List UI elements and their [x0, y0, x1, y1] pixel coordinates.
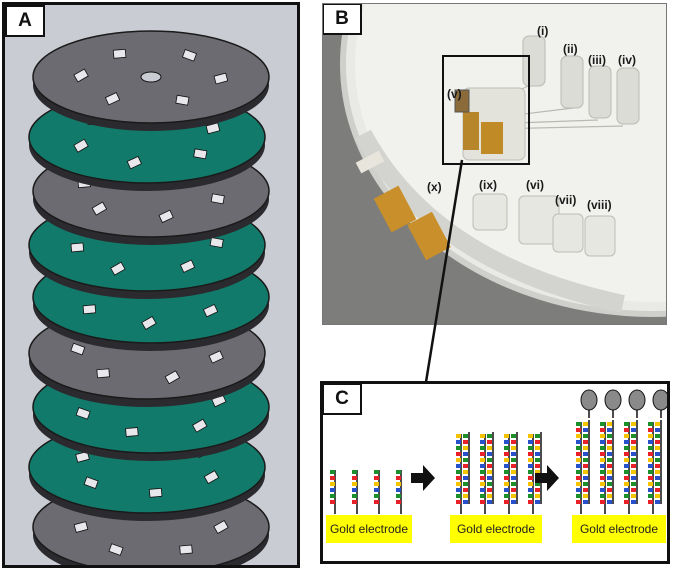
step-arrow-1 [411, 465, 435, 491]
dna-strand [456, 432, 470, 514]
chamber-ii [560, 55, 584, 109]
region-label-v: (v) [447, 87, 462, 101]
chamber-viii [584, 215, 616, 257]
dna-strand [480, 432, 494, 514]
step-arrow-2 [535, 465, 559, 491]
dna-strand [576, 389, 598, 514]
chamber-i [522, 35, 546, 87]
gold-electrode-3: Gold electrode [572, 515, 666, 543]
region-label-x: (x) [427, 180, 442, 194]
zoom-box [442, 55, 530, 165]
panel-a-label: A [5, 5, 45, 37]
panel-b-platform-photo: (i) (ii) (iii) (iv) (v) (vi) (vii) (viii… [322, 3, 667, 325]
chamber-iii [588, 65, 612, 119]
region-label-ii: (ii) [563, 42, 578, 56]
dna-strand [504, 432, 518, 514]
region-label-iv: (iv) [618, 53, 636, 67]
chamber-iv [616, 67, 640, 125]
chamber-ix [472, 193, 508, 231]
region-label-i: (i) [537, 24, 548, 38]
electrode-patch-v1 [463, 112, 479, 150]
dna-strand [330, 470, 336, 514]
dna-strand [528, 432, 542, 514]
region-label-vi: (vi) [526, 178, 544, 192]
dna-strand [374, 470, 380, 514]
gold-electrode-1: Gold electrode [326, 515, 412, 543]
dna-strand [624, 389, 646, 514]
region-label-ix: (ix) [479, 178, 497, 192]
dna-strand [648, 389, 670, 514]
gold-tab-1 [373, 185, 417, 233]
region-label-viii: (viii) [587, 198, 612, 212]
region-label-vii: (vii) [555, 193, 576, 207]
dna-strand [396, 470, 402, 514]
dna-strand [600, 389, 622, 514]
region-label-iii: (iii) [588, 53, 606, 67]
chamber-vii [552, 213, 584, 253]
dna-strand [352, 470, 358, 514]
platform-photo-illustration: (i) (ii) (iii) (iv) (v) (vi) (vii) (viii… [323, 4, 666, 324]
panel-a-disc-stack: A [2, 2, 300, 571]
panel-c-electrode-steps: Gold electrode Gold electrode Gold elect… [320, 381, 670, 564]
panel-b-label: B [323, 4, 362, 35]
gold-electrode-2: Gold electrode [450, 515, 542, 543]
electrode-patch-v2 [481, 122, 503, 154]
disc-stack-illustration [28, 30, 270, 571]
panel-c-label: C [322, 383, 362, 415]
strand-diagram [330, 389, 670, 514]
